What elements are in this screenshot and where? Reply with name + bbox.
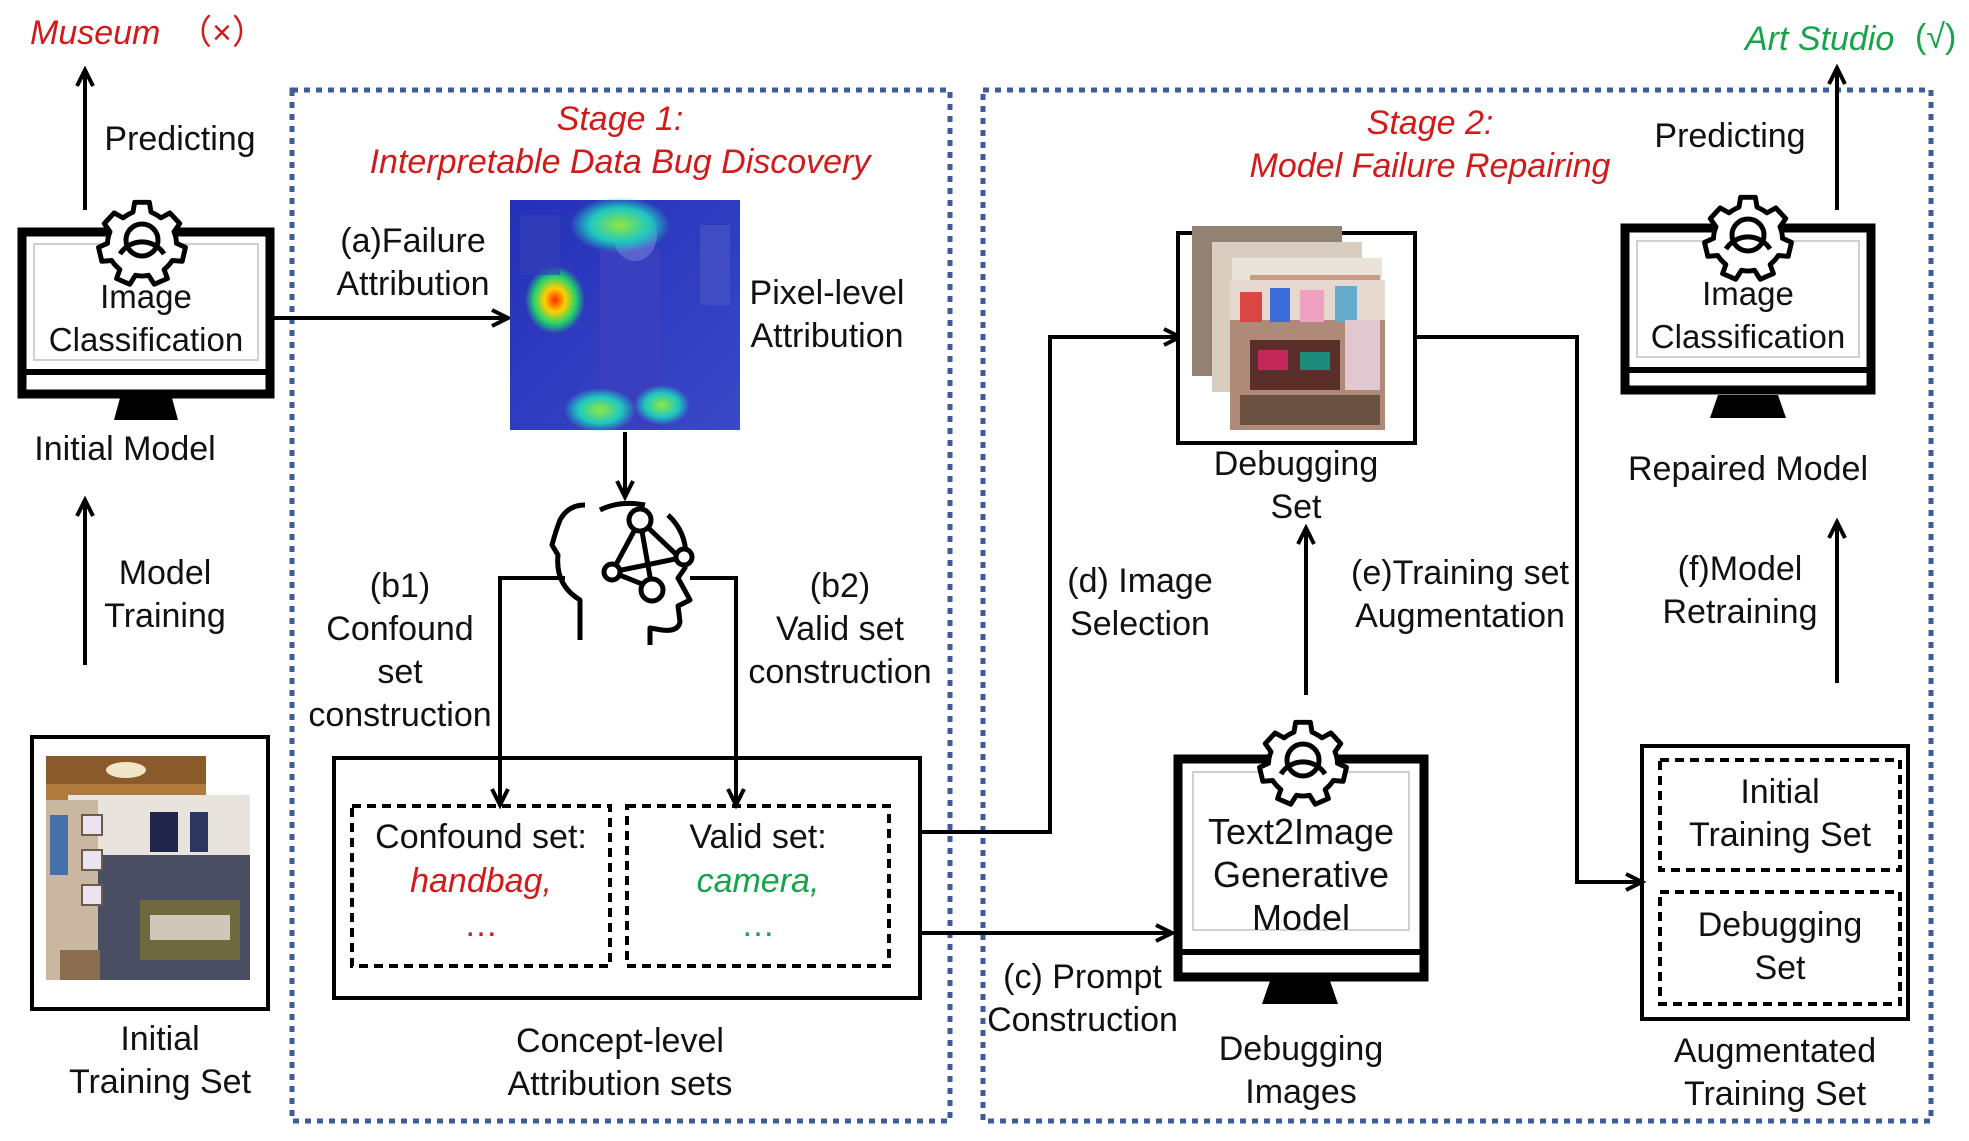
- b1-arrow: [500, 576, 565, 805]
- b2-arrow: [690, 576, 736, 805]
- pixel-level-label: Pixel-level Attribution: [749, 274, 905, 355]
- head-network-icon: [549, 500, 695, 645]
- debugging-set-caption: Debugging Set: [1213, 445, 1379, 526]
- concept-level-caption: Concept-level Attribution sets: [507, 1022, 733, 1103]
- heatmap-image: [510, 197, 740, 432]
- aug-debugging-label: Debugging Set: [1697, 906, 1863, 987]
- initial-model-caption: Initial Model: [34, 430, 216, 468]
- stage1-border: [289, 87, 953, 1124]
- repaired-model-screen-text: Image Classification: [1650, 274, 1846, 355]
- debugging-images-caption: Debugging Images: [1218, 1030, 1384, 1111]
- art-studio-mark: (√): [1915, 18, 1957, 56]
- debug-to-augmented-arrow: [1415, 335, 1642, 882]
- augmented-caption: Augmentated Training Set: [1673, 1032, 1877, 1113]
- aug-debugging-box: [1658, 890, 1902, 1006]
- predicting-left-label: Predicting: [104, 120, 256, 158]
- valid-set-label: Valid set:: [689, 818, 827, 856]
- stage1-title: Stage 1:: [556, 100, 684, 138]
- b1-label: (b1) Confound set construction: [308, 567, 492, 734]
- stage1-subtitle: Interpretable Data Bug Discovery: [369, 143, 871, 181]
- confound-set-label: Confound set:: [375, 818, 587, 856]
- confound-set-box: [350, 804, 612, 968]
- failure-attribution-label: (a)Failure Attribution: [336, 222, 490, 303]
- initial-training-set-caption: Initial Training Set: [68, 1020, 252, 1101]
- museum-label: Museum: [30, 14, 161, 52]
- initial-training-photos: [46, 756, 250, 980]
- confound-set-more: …: [464, 906, 498, 944]
- predicting-right-label: Predicting: [1654, 117, 1806, 155]
- valid-set-example: camera,: [696, 862, 820, 900]
- image-selection-label: (d) Image Selection: [1067, 562, 1213, 643]
- aug-initial-label: Initial Training Set: [1688, 773, 1872, 854]
- stage2-title: Stage 2:: [1366, 104, 1494, 142]
- b2-label: (b2) Valid set construction: [748, 567, 932, 691]
- image-selection-arrow: [920, 337, 1180, 834]
- valid-set-more: …: [741, 906, 775, 944]
- model-retraining-label: (f)Model Retraining: [1662, 550, 1818, 631]
- augmented-set-box: [1640, 744, 1910, 1021]
- training-set-aug-label: (e)Training set Augmentation: [1351, 554, 1569, 635]
- aug-initial-box: [1658, 758, 1902, 872]
- model-training-label: Model Training: [104, 554, 226, 635]
- museum-mark: （×）: [178, 14, 266, 52]
- initial-model-screen-text: Image Classification: [48, 277, 244, 358]
- generative-model-screen-text: Text2Image Generative Model: [1207, 810, 1395, 938]
- repaired-model-caption: Repaired Model: [1627, 450, 1869, 488]
- confound-set-example: handbag,: [410, 862, 552, 900]
- art-studio-label: Art Studio: [1745, 20, 1895, 58]
- debugging-photo-stack: [1192, 226, 1385, 430]
- stage2-subtitle: Model Failure Repairing: [1249, 147, 1611, 185]
- prompt-construction-label: (c) Prompt Construction: [987, 958, 1178, 1039]
- stage2-border: [980, 87, 1934, 1124]
- concept-level-box: [332, 756, 922, 1000]
